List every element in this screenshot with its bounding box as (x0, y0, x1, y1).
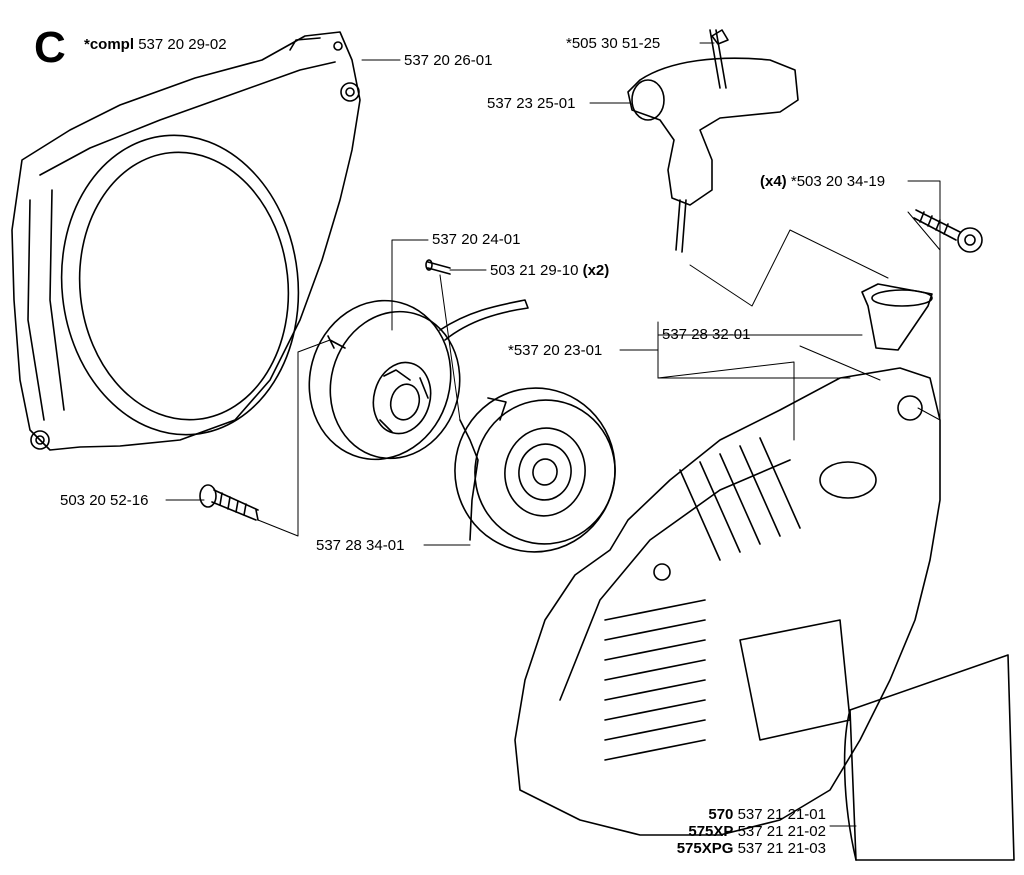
variant-part-number: 537 21 21-01 (737, 806, 826, 823)
section-letter: C (34, 23, 66, 72)
qty-x4: (x4) (760, 173, 787, 190)
part-label-503-21-29-10: 503 21 29-10 (x2) (490, 262, 609, 279)
part-label-537-28-32-01: 537 28 32-01 (662, 326, 751, 343)
variant-row-575xp: 575XP 537 21 21-02 (640, 823, 826, 840)
spring-cassette-drawing (454, 387, 616, 553)
compl-prefix: *compl (84, 36, 135, 53)
variant-row-570: 570 537 21 21-01 (640, 806, 826, 823)
part-label-537-20-23-01: *537 20 23-01 (508, 342, 603, 359)
compl-label: *compl 537 20 29-02 (84, 36, 227, 53)
part-label-503-20-34-19: (x4) *503 20 34-19 (760, 173, 885, 190)
cover-part-drawing (11, 31, 361, 451)
part-label-537-20-26-01: 537 20 26-01 (404, 52, 493, 69)
pulley-part-drawing (308, 299, 529, 461)
screw-x4-drawing (913, 209, 983, 253)
label-plate-drawing (843, 654, 1015, 861)
part-label-503-20-52-16: 503 20 52-16 (60, 492, 149, 509)
part-label-537-23-25-01: 537 23 25-01 (487, 95, 576, 112)
part-number-503-21-29-10: 503 21 29-10 (490, 262, 579, 279)
handle-drawing (627, 29, 799, 253)
starter-housing-drawing (514, 367, 941, 836)
screw-drawing (199, 484, 259, 521)
variant-row-575xpg: 575XPG 537 21 21-03 (640, 840, 826, 857)
variant-model: 575XPG (676, 840, 734, 857)
part-label-537-20-24-01: 537 20 24-01 (432, 231, 521, 248)
compl-part-number: 537 20 29-02 (138, 36, 227, 53)
variant-model: 570 (708, 806, 734, 823)
variant-model: 575XP (688, 823, 734, 840)
bushing-drawing (861, 283, 933, 351)
part-label-505-30-51-25: *505 30 51-25 (566, 35, 661, 52)
part-label-537-28-34-01: 537 28 34-01 (316, 537, 405, 554)
leader-lines (165, 42, 941, 827)
variant-part-number: 537 21 21-03 (737, 840, 826, 857)
qty-x2: (x2) (582, 262, 610, 279)
part-number-503-20-34-19: *503 20 34-19 (790, 173, 886, 190)
variant-part-number: 537 21 21-02 (737, 823, 826, 840)
screw-small-drawing (425, 259, 451, 275)
